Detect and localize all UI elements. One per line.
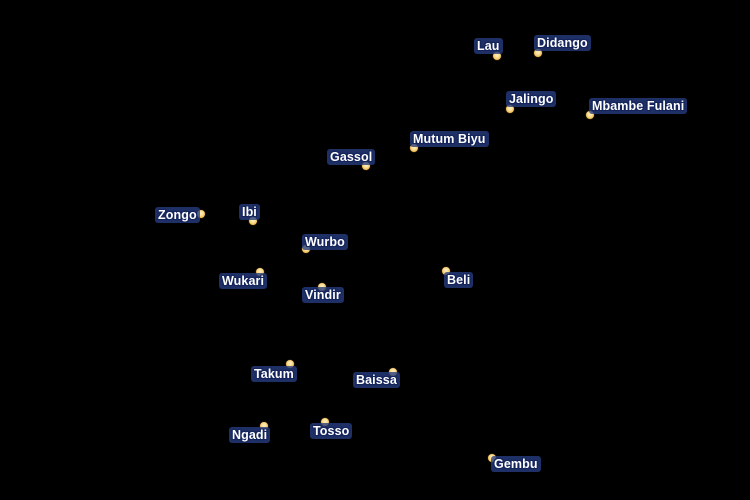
map-place-label[interactable]: Beli (444, 272, 474, 288)
map-marker-icon[interactable] (321, 418, 329, 426)
map-marker-icon[interactable] (260, 422, 268, 430)
map-marker-icon[interactable] (534, 49, 542, 57)
map-place-label[interactable]: Gassol (327, 149, 376, 165)
map-place-label[interactable]: Ngadi (229, 427, 271, 443)
map-place-label[interactable]: Baissa (353, 372, 400, 388)
map-marker-icon[interactable] (362, 162, 370, 170)
map-place-label[interactable]: Zongo (155, 207, 200, 223)
map-marker-icon[interactable] (410, 144, 418, 152)
map-place-label[interactable]: Mbambe Fulani (589, 98, 688, 114)
map-place-label[interactable]: Wurbo (302, 234, 348, 250)
map-marker-icon[interactable] (586, 111, 594, 119)
map-marker-icon[interactable] (249, 217, 257, 225)
map-marker-icon[interactable] (286, 360, 294, 368)
map-place-label[interactable]: Lau (474, 38, 503, 54)
map-place-label[interactable]: Wukari (219, 273, 268, 289)
map-place-label[interactable]: Vindir (302, 287, 344, 303)
map-place-label[interactable]: Gembu (491, 456, 541, 472)
map-place-label[interactable]: Didango (534, 35, 591, 51)
map-place-label[interactable]: Mutum Biyu (410, 131, 489, 147)
map-marker-icon[interactable] (442, 267, 450, 275)
map-place-label[interactable]: Jalingo (506, 91, 557, 107)
map-place-label[interactable]: Takum (251, 366, 297, 382)
map-marker-icon[interactable] (493, 52, 501, 60)
map-marker-icon[interactable] (256, 268, 264, 276)
map-marker-icon[interactable] (506, 105, 514, 113)
map-place-label[interactable]: Tosso (310, 423, 353, 439)
map-marker-icon[interactable] (197, 210, 205, 218)
map-place-label[interactable]: Ibi (239, 204, 260, 220)
